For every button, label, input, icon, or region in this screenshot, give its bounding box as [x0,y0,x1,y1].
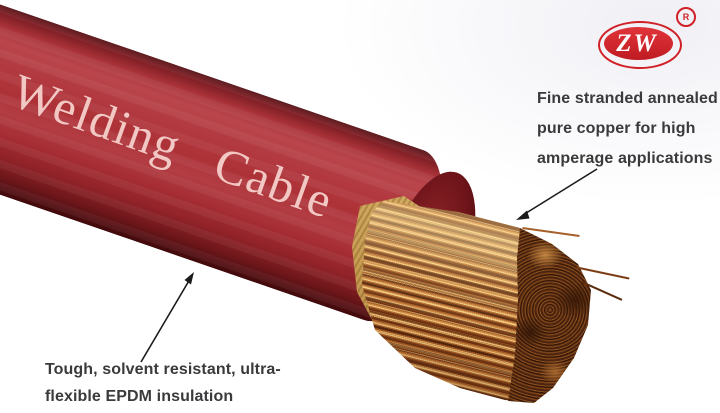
copper-callout-line: amperage applications [537,150,713,167]
logo-oval: ZW [604,27,673,60]
brand-logo: ZW R [590,4,705,69]
registered-trademark-icon: R [676,7,696,27]
insulation-callout-line: flexible EPDM insulation [45,388,234,405]
insulation-callout-text: Tough, solvent resistant, ultra- flexibl… [45,356,281,410]
logo-outer-ring [598,21,682,69]
copper-callout-line: pure copper for high [537,120,696,137]
insulation-callout-line: Tough, solvent resistant, ultra- [45,361,281,378]
logo-text: ZW [616,30,658,57]
copper-callout-line: Fine stranded annealed [537,90,718,107]
copper-callout-text: Fine stranded annealed pure copper for h… [537,84,718,174]
